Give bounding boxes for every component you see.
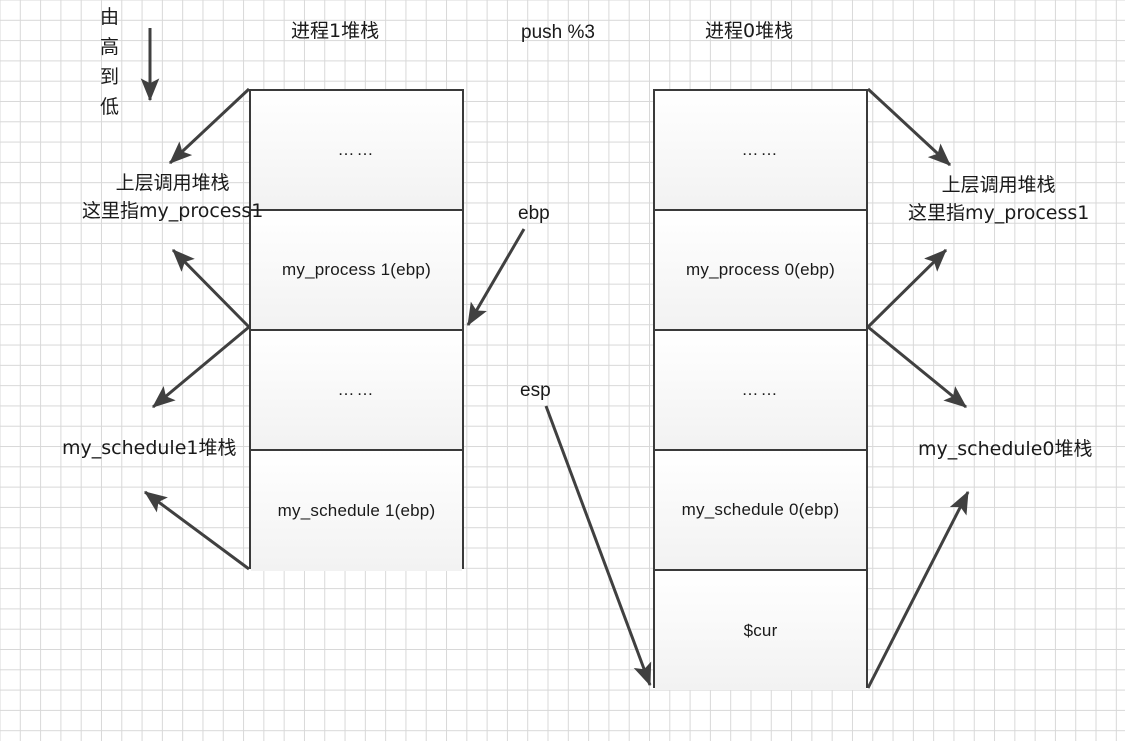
arrow-left-caller — [168, 87, 251, 165]
arrow-esp — [544, 405, 652, 687]
direction-char-0: 由 — [100, 6, 120, 28]
label-right-caller-line2: 这里指my_process1 — [908, 201, 1090, 224]
stack-cell: my_process 0(ebp) — [655, 211, 866, 331]
label-esp: esp — [520, 380, 551, 401]
arrow-right-caller — [866, 87, 952, 167]
arrow-right-mid-up — [866, 248, 948, 329]
stack-cell: $cur — [655, 571, 866, 690]
label-left-caller-line2: 这里指my_process1 — [82, 199, 264, 222]
label-right-caller-line1: 上层调用堆栈 — [941, 174, 1056, 196]
label-ebp: ebp — [518, 203, 550, 224]
direction-char-2: 到 — [100, 66, 120, 88]
stack-cell: my_schedule 0(ebp) — [655, 451, 866, 571]
stack-process1: …… my_process 1(ebp) …… my_schedule 1(eb… — [249, 89, 464, 571]
direction-char-3: 低 — [100, 96, 120, 118]
label-left-schedule-stack: my_schedule1堆栈 — [62, 437, 237, 459]
label-right-schedule-stack: my_schedule0堆栈 — [918, 438, 1093, 460]
arrow-left-schedule — [144, 490, 250, 571]
stack-cell: …… — [655, 91, 866, 211]
arrow-right-mid-down — [867, 325, 967, 409]
title-push-instruction: push %3 — [521, 22, 595, 43]
arrow-right-schedule — [866, 490, 970, 689]
title-process1-stack: 进程1堆栈 — [291, 20, 380, 42]
direction-note: 由 高 到 低 — [100, 2, 119, 122]
arrow-left-mid-down — [152, 325, 250, 409]
stack-cell: …… — [655, 331, 866, 451]
arrow-left-mid-up — [171, 248, 251, 329]
stack-process0: …… my_process 0(ebp) …… my_schedule 0(eb… — [653, 89, 868, 690]
stack-cell: …… — [251, 331, 462, 451]
stack-cell: my_process 1(ebp) — [251, 211, 462, 331]
label-right-caller-stack: 上层调用堆栈 这里指my_process1 — [908, 172, 1089, 227]
arrow-ebp — [466, 228, 526, 327]
label-left-caller-line1: 上层调用堆栈 — [115, 172, 230, 194]
stack-cell: …… — [251, 91, 462, 211]
stack-cell: my_schedule 1(ebp) — [251, 451, 462, 571]
title-process0-stack: 进程0堆栈 — [705, 20, 794, 42]
direction-char-1: 高 — [100, 36, 120, 58]
label-left-caller-stack: 上层调用堆栈 这里指my_process1 — [82, 170, 263, 225]
